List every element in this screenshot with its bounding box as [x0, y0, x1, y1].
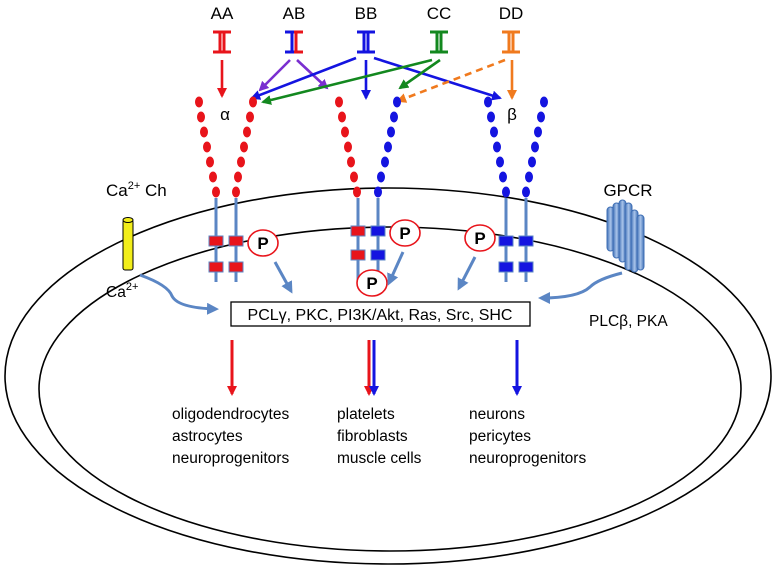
- ligand-aa-label: AA: [211, 4, 234, 23]
- cell-outer-membrane: [4, 187, 772, 565]
- ligand-bb-dimer-icon: [357, 30, 375, 54]
- list-item: platelets: [337, 406, 395, 423]
- ligand-dd-dimer-icon: [502, 30, 520, 54]
- bb-to-alpha-arrow: [250, 56, 357, 100]
- receptor-alpha-alpha: [195, 96, 257, 282]
- ligand-bb-label: BB: [355, 4, 378, 23]
- svg-text:P: P: [366, 274, 377, 293]
- list-item: muscle cells: [337, 450, 422, 467]
- gpcr-label: GPCR: [603, 181, 652, 200]
- svg-text:P: P: [399, 224, 410, 243]
- list-item: astrocytes: [172, 428, 243, 445]
- svg-text:P: P: [257, 234, 268, 253]
- gpcr-effectors-label: PLCβ, PKA: [589, 313, 668, 330]
- cc-to-alpha-arrow: [261, 58, 433, 105]
- calcium-channel-cap-icon: [122, 217, 134, 223]
- beta-beta-kinase-domains: [498, 235, 534, 273]
- beta-cell-types: neurons pericytes neuroprogenitors: [469, 406, 586, 467]
- phospho-marker-alpha-alpha: P: [247, 229, 279, 257]
- list-item: neuroprogenitors: [172, 450, 289, 467]
- signaling-pathway-box: [230, 301, 531, 327]
- phospho-marker-alpha-beta-lower: P: [356, 269, 388, 297]
- gpcr-icon: [606, 199, 645, 273]
- alpha-alpha-to-pathway-arrow: [273, 261, 293, 294]
- alpha-alpha-kinase-domains: [208, 235, 244, 273]
- gpcr-to-pathway-arrow: [538, 271, 623, 304]
- binding-arrows: [217, 56, 517, 105]
- ligand-dd-label: DD: [499, 4, 524, 23]
- calcium-channel-label: Ca2+ Ch: [106, 180, 167, 200]
- calcium-channel-icon: [122, 219, 134, 271]
- ligand-ab-label: AB: [283, 4, 306, 23]
- alpha-beta-to-pathway-arrow: [387, 251, 405, 286]
- bb-to-beta-arrow: [373, 56, 502, 101]
- alpha-beta-ectodomain-beta: [374, 96, 401, 198]
- list-item: neurons: [469, 406, 525, 423]
- receptor-beta-beta: [484, 96, 548, 282]
- calcium-ion-label: Ca2+: [106, 281, 138, 301]
- beta-beta-to-pathway-arrow: [457, 256, 477, 291]
- alpha-beta-ectodomain-alpha: [335, 96, 361, 198]
- list-item: pericytes: [469, 428, 531, 445]
- phospho-marker-beta-beta: P: [464, 224, 496, 252]
- list-item: fibroblasts: [337, 428, 408, 445]
- beta-receptor-label: β: [507, 105, 517, 124]
- calcium-to-pathway-arrow: [139, 273, 219, 315]
- beta-beta-ectodomain: [484, 96, 548, 198]
- cell-inner-membrane: [38, 226, 742, 552]
- alpha-beta-transmembrane: [356, 198, 380, 282]
- svg-text:P: P: [474, 229, 485, 248]
- list-item: oligodendrocytes: [172, 406, 289, 423]
- list-item: neuroprogenitors: [469, 450, 586, 467]
- ligand-ab-dimer-icon: [285, 30, 303, 54]
- alpha-cell-types: oligodendrocytes astrocytes neuroprogeni…: [172, 406, 289, 467]
- ligand-cc-label: CC: [427, 4, 452, 23]
- signal-arrows: [139, 251, 623, 315]
- ab-to-alpha-arrow: [258, 59, 291, 92]
- phospho-marker-alpha-beta-upper: P: [389, 219, 421, 247]
- alpha-alpha-ectodomain: [195, 96, 257, 198]
- cc-to-alpha-beta-arrow: [398, 58, 441, 90]
- receptor-alpha-beta: [335, 96, 401, 282]
- ligand-cc-dimer-icon: [430, 30, 448, 54]
- ligand-aa-dimer-icon: [213, 30, 231, 54]
- signaling-pathway-label: PCLγ, PKC, PI3K/Akt, Ras, Src, SHC: [248, 307, 513, 324]
- output-arrows: [227, 340, 522, 396]
- alpha-receptor-label: α: [220, 105, 230, 124]
- alpha-beta-cell-types: platelets fibroblasts muscle cells: [337, 406, 422, 467]
- alpha-beta-kinase-domains: [350, 225, 386, 261]
